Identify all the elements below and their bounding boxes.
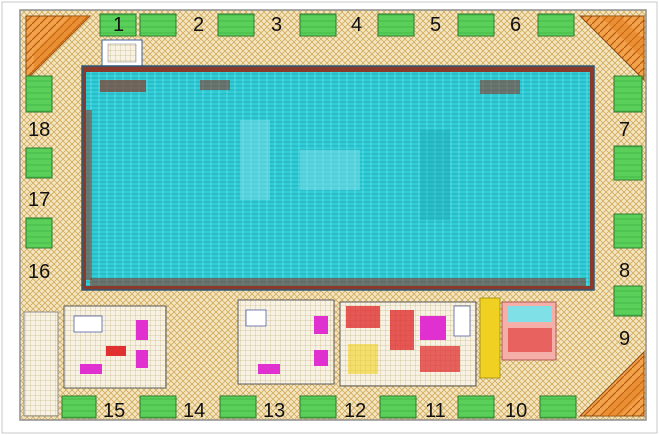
corner-esd-top-left [25,15,92,82]
corner-cell-bottom-left [23,311,59,417]
right-pad-column [613,75,643,317]
pad-label-17: 17 [28,189,50,211]
pad-label-15: 15 [103,400,125,422]
pad-label-18: 18 [28,119,50,141]
pad-label-14: 14 [183,400,205,422]
analog-block-left [63,305,167,389]
corner-esd-bottom-right [578,350,645,417]
top-pad-row [99,13,575,37]
digital-core [81,65,595,291]
pad-label-5: 5 [430,14,441,36]
pad-label-9: 9 [619,328,630,350]
corner-esd-top-right [578,15,645,82]
pad-label-4: 4 [351,14,362,36]
pad-label-2: 2 [193,14,204,36]
pad-label-8: 8 [619,260,630,282]
pad-label-12: 12 [344,400,366,422]
pad-label-7: 7 [619,119,630,141]
pad-label-6: 6 [510,14,521,36]
pad-label-3: 3 [271,14,282,36]
pad-label-10: 10 [505,400,527,422]
analog-block-middle [237,299,335,385]
pad-label-16: 16 [28,261,50,283]
pad-label-13: 13 [263,400,285,422]
left-pad-column [25,75,53,249]
pad-label-11: 11 [425,400,446,422]
analog-block-far-right [479,297,557,379]
bottom-pad-row [61,395,577,419]
analog-block-right [339,301,477,387]
pad-label-1: 1 [113,14,124,36]
